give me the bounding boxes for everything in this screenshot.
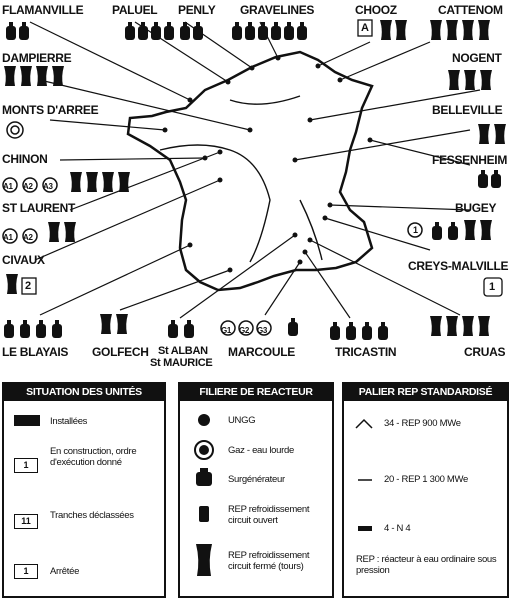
circle-markers [2, 121, 423, 336]
label-belleville: BELLEVILLE [432, 103, 503, 117]
status-installed-swatch [14, 415, 40, 426]
label-st-alban: St ALBAN [158, 345, 208, 357]
legend-filiere-title: FILIERE DE REACTEUR [180, 384, 332, 401]
icons-top [6, 20, 490, 40]
label-cruas: CRUAS [464, 345, 506, 359]
filiere-rep-ferme: REP refroidissement circuit fermé (tours… [228, 550, 310, 572]
label-st-laurent: ST LAURENT [2, 201, 75, 215]
label-penly: PENLY [178, 3, 216, 17]
filiere-gaz-eau-lourde: Gaz - eau lourde [228, 445, 294, 456]
label-creys-malville: CREYS-MALVILLE [408, 259, 509, 273]
label-golfech: GOLFECH [92, 345, 149, 359]
stlaurent-a2: A2 [23, 233, 33, 242]
label-monts-darree: MONTS D'ARREE [2, 103, 99, 117]
status-stopped-text: Arrêtée [50, 566, 80, 577]
label-chooz: CHOOZ [355, 3, 397, 17]
label-marcoule: MARCOULE [228, 345, 295, 359]
chinon-a3: A3 [43, 182, 53, 191]
creys-count: 1 [489, 281, 495, 293]
filiere-surgenerateur: Surgénérateur [228, 474, 285, 485]
palier-1300: 20 - REP 1 300 MWe [384, 474, 469, 485]
filiere-ungg: UNGG [228, 415, 256, 426]
plant-dots [162, 55, 373, 273]
status-decommissioned-text: Tranches déclassées [50, 510, 134, 521]
chinon-a2: A2 [23, 182, 33, 191]
filiere-icons [194, 414, 214, 576]
label-flamanville: FLAMANVILLE [2, 3, 84, 17]
label-tricastin: TRICASTIN [335, 345, 397, 359]
legend-palier-title: PALIER REP STANDARDISÉ [344, 384, 507, 401]
river-seine [229, 95, 301, 105]
legend-filiere-panel: FILIERE DE REACTEUR UNGG Gaz - eau lourd… [178, 382, 334, 598]
label-civaux: CIVAUX [2, 253, 45, 267]
leader-lines [29, 21, 481, 319]
palier-n4: 4 - N 4 [384, 523, 411, 534]
legend-palier-panel: PALIER REP STANDARDISÉ 34 - REP 900 MWe … [342, 382, 509, 598]
bugey-1: 1 [413, 225, 418, 235]
filiere-rep-ouvert: REP refroidissement circuit ouvert [228, 504, 310, 526]
label-le-blayais: LE BLAYAIS [2, 345, 69, 359]
chooz-a-mark: A [361, 22, 369, 34]
label-fessenheim: FESSENHEIM [432, 153, 508, 167]
legend-status-title: SITUATION DES UNITÉS [4, 384, 164, 401]
status-stopped-badge: 1 [14, 564, 38, 579]
label-dampierre: DAMPIERRE [2, 51, 72, 65]
label-st-maurice: St MAURICE [150, 357, 213, 369]
label-paluel: PALUEL [112, 3, 158, 17]
palier-900: 34 - REP 900 MWe [384, 418, 461, 429]
chooz-a-box [357, 19, 373, 37]
civaux-count: 2 [25, 280, 31, 292]
palier-symbols [355, 418, 373, 531]
river-rhone [299, 199, 323, 261]
palier-note: REP : réacteur à eau ordinaire sous pres… [356, 554, 497, 576]
river-loire [159, 144, 271, 263]
marcoule-g3: G3 [257, 326, 268, 335]
status-installed-text: Installées [50, 416, 88, 427]
creys-box [483, 277, 503, 297]
chinon-a1: A1 [3, 182, 13, 191]
legend-status-panel: SITUATION DES UNITÉS Installées 1 En con… [2, 382, 166, 598]
marcoule-g2: G2 [239, 326, 250, 335]
label-nogent: NOGENT [452, 51, 502, 65]
civaux-box [21, 277, 37, 295]
label-bugey: BUGEY [455, 201, 497, 215]
label-gravelines: GRAVELINES [240, 3, 315, 17]
status-construction-badge: 1 [14, 458, 38, 473]
stlaurent-a1: A1 [3, 233, 13, 242]
status-decommissioned-badge: 11 [14, 514, 38, 529]
label-cattenom: CATTENOM [438, 3, 503, 17]
label-chinon: CHINON [2, 152, 48, 166]
status-construction-text: En construction, ordre d'exécution donné [50, 446, 137, 468]
marcoule-g1: G1 [221, 326, 232, 335]
